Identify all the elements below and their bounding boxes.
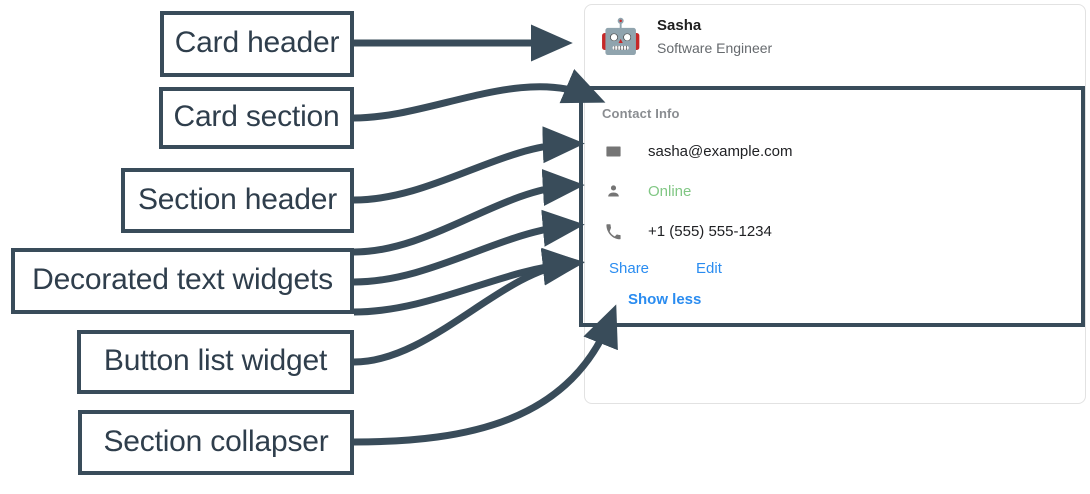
phone-value: +1 (555) 555-1234 [648, 222, 772, 240]
card-section: Contact Info sasha@example.com [579, 86, 1085, 327]
annotation-text: Card section [173, 100, 340, 133]
email-icon [602, 143, 624, 160]
annotation-text: Button list widget [103, 344, 328, 377]
arrow-section-collapser [353, 304, 618, 446]
annotation-text: Section header [137, 182, 337, 216]
edit-button[interactable]: Edit [687, 256, 731, 282]
decorated-text-widget-email: sasha@example.com [602, 131, 1081, 171]
arrow-decorated-1 [353, 168, 585, 256]
email-value: sasha@example.com [648, 142, 793, 160]
annotation-text: Decorated text widgets [32, 263, 333, 296]
annotation-label-section-collapser: Section collapser [78, 410, 354, 475]
arrow-section-header [353, 126, 585, 204]
card-header-title: Sasha [657, 16, 702, 34]
card-section-content: Contact Info sasha@example.com [583, 90, 1081, 310]
arrow-button-list [353, 248, 585, 366]
annotation-text: Section collapser [103, 424, 329, 458]
arrow-card-section [353, 69, 606, 122]
decorated-text-widget-status: Online [602, 171, 1081, 211]
annotation-label-card-section: Card section [159, 87, 354, 149]
card-header-text: Sasha Software Engineer [657, 16, 772, 59]
phone-icon [602, 223, 624, 240]
decorated-text-widget-phone: +1 (555) 555-1234 [602, 211, 1081, 251]
section-collapser: Show less [624, 289, 1081, 310]
status-value: Online [648, 182, 692, 200]
person-icon [602, 183, 624, 200]
card-header: 🤖 Sasha Software Engineer [585, 5, 1085, 69]
annotation-label-button-list-widget: Button list widget [77, 330, 354, 394]
section-header: Contact Info [602, 106, 680, 121]
card-header-subtitle: Software Engineer [657, 39, 773, 56]
annotation-text: Card header [174, 26, 340, 59]
show-less-button[interactable]: Show less [624, 289, 705, 310]
annotation-label-card-header: Card header [160, 11, 354, 77]
arrow-decorated-2 [353, 209, 585, 286]
button-list-widget: Share Edit [600, 256, 1081, 282]
arrow-decorated-3 [353, 247, 585, 316]
contact-card: 🤖 Sasha Software Engineer Contact Info s… [579, 4, 1086, 404]
share-button[interactable]: Share [600, 256, 658, 282]
annotation-label-decorated-text-widgets: Decorated text widgets [11, 248, 354, 314]
annotation-label-section-header: Section header [121, 168, 354, 233]
robot-avatar-icon: 🤖 [599, 18, 643, 56]
